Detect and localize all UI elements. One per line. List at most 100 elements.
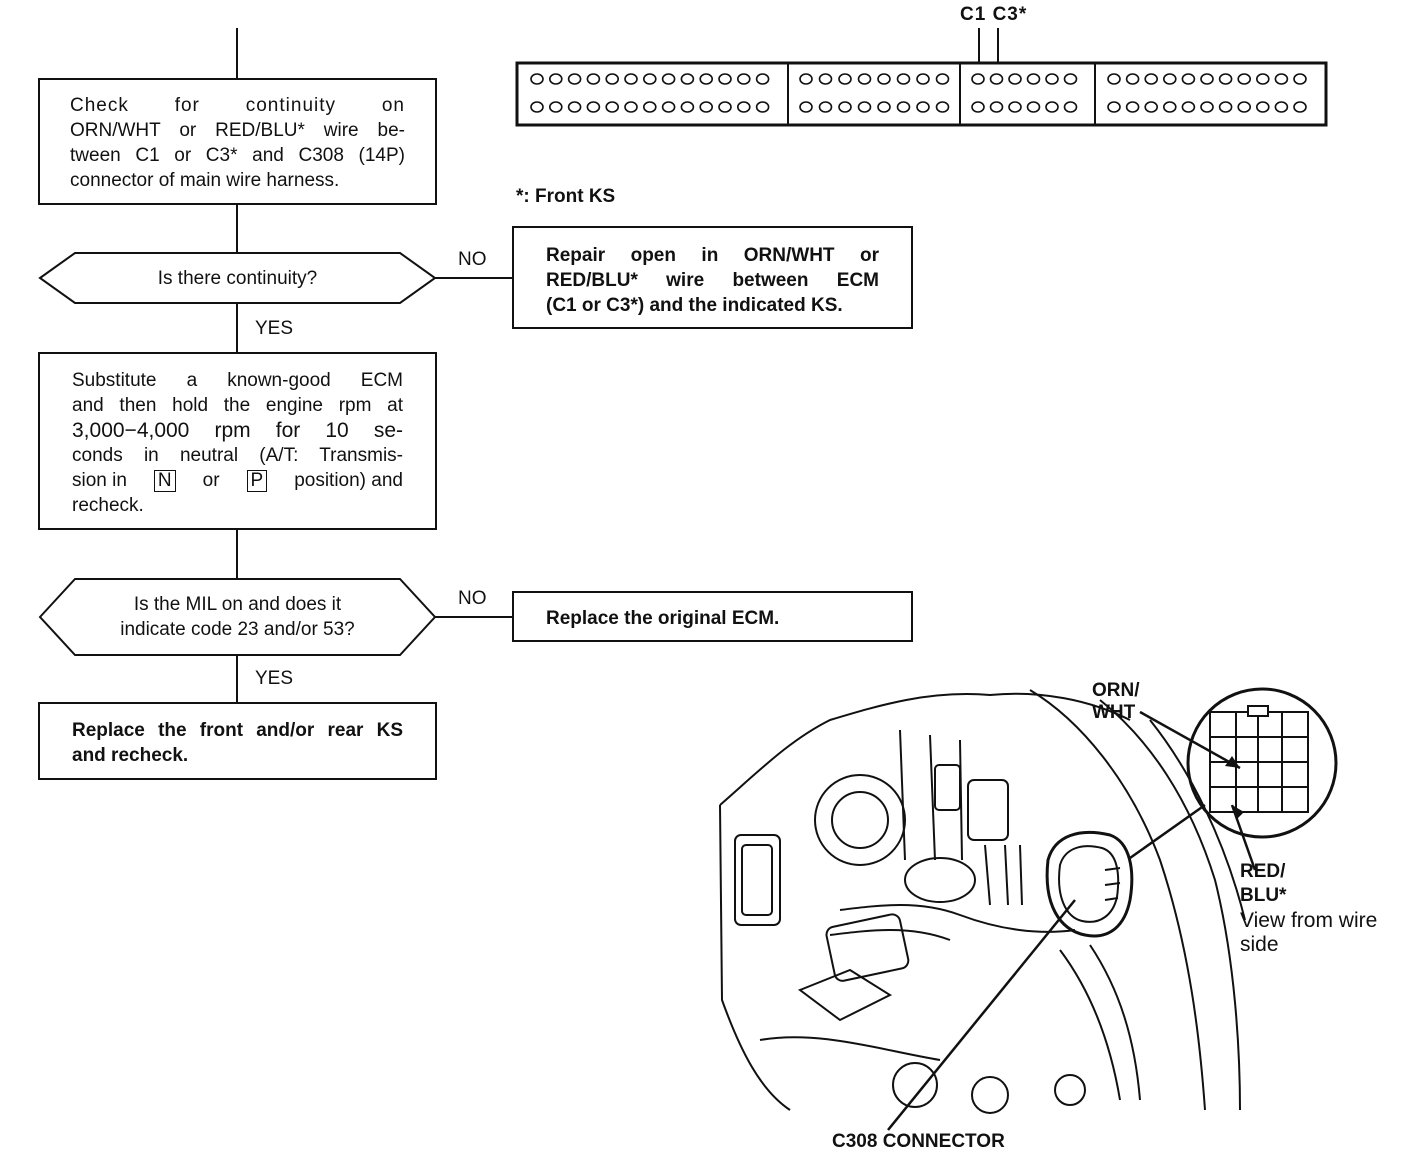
red-blu-line2: BLU* xyxy=(1240,885,1287,906)
ecm-pin-hole xyxy=(1218,101,1233,113)
result-replace-ecm: Replace the original ECM. xyxy=(512,591,913,642)
ecm-pin-hole xyxy=(799,101,813,113)
view-note-line2: side xyxy=(1240,933,1279,956)
ecm-pin-hole xyxy=(1181,73,1196,85)
step2-line5b: or xyxy=(202,470,220,491)
ecm-pin-hole xyxy=(736,101,751,113)
ecm-pin-hole xyxy=(971,101,985,113)
ecm-pin-hole xyxy=(1181,101,1196,113)
step2-line5c: position) and xyxy=(294,470,403,491)
no-label-1: NO xyxy=(458,249,487,270)
decision-shape-2 xyxy=(38,578,437,656)
no2-line1: Replace the original ECM. xyxy=(546,608,780,629)
ecm-pin-hole xyxy=(838,101,852,113)
ecm-pin-hole xyxy=(818,101,833,113)
ecm-pin-hole xyxy=(971,73,985,85)
ecm-pin-hole xyxy=(586,101,601,113)
ecm-pin-hole xyxy=(1045,101,1059,113)
result-repair-open: Repair open in ORN/WHT or RED/BLU* wire … xyxy=(512,226,913,329)
ecm-pin-hole xyxy=(1144,73,1158,85)
view-from-wire-side-note: View from wire side xyxy=(1240,909,1377,957)
ecm-pin-hole xyxy=(838,73,852,85)
ecm-pin-hole xyxy=(1218,73,1233,85)
ecm-pin-hole xyxy=(567,73,582,85)
ecm-pin-hole xyxy=(1125,101,1140,113)
ecm-pin-hole xyxy=(1045,73,1059,85)
ecm-pin-hole xyxy=(1293,73,1307,85)
engine-outline xyxy=(719,689,1246,1114)
ecm-pin-hole xyxy=(857,101,872,113)
ecm-pin-hole xyxy=(1063,101,1078,113)
ecm-pins xyxy=(530,73,1307,113)
decision2-line2: indicate code 23 and/or 53? xyxy=(120,619,355,640)
ecm-pin-hole xyxy=(1008,73,1022,85)
step1-line3: tween C1 or C3* and C308 (14P) xyxy=(70,145,405,166)
ecm-pin-hole xyxy=(896,73,911,85)
ecm-pin-hole xyxy=(548,73,563,85)
ecm-pin-labels: C1 C3* xyxy=(960,4,1028,25)
ecm-pin-hole xyxy=(605,73,620,85)
orn-wht-line2: WHT xyxy=(1092,702,1136,723)
ecm-pin-hole xyxy=(624,73,638,85)
ecm-pin-hole xyxy=(1026,101,1041,113)
yes-label-1: YES xyxy=(255,318,294,339)
ecm-pin-hole xyxy=(935,73,950,85)
orn-wht-arrowhead xyxy=(1225,756,1240,768)
ecm-pin-hole xyxy=(818,73,833,85)
ecm-pin-hole xyxy=(1163,73,1177,85)
red-blu-arrowhead xyxy=(1232,805,1244,820)
ecm-pin-hole xyxy=(935,101,950,113)
step2-line6: recheck. xyxy=(72,495,144,516)
step-check-continuity: Check for continuity on ORN/WHT or RED/B… xyxy=(38,78,437,205)
ecm-pin-hole xyxy=(1256,73,1270,85)
decision2-text: Is the MIL on and does it indicate code … xyxy=(75,592,400,642)
step1-line1: Check for continuity on xyxy=(70,95,405,116)
ecm-pin-hole xyxy=(1144,101,1158,113)
ecm-pin-hole xyxy=(1063,73,1078,85)
ecm-pin-hole xyxy=(530,101,544,113)
ecm-pin-hole xyxy=(1107,73,1121,85)
ecm-pin-hole xyxy=(699,73,714,85)
red-blu-line1: RED/ xyxy=(1240,861,1286,882)
decision2-line1: Is the MIL on and does it xyxy=(133,594,342,615)
ecm-pin-hole xyxy=(661,73,676,85)
step3-line2: and recheck. xyxy=(72,745,189,766)
no1-line3: (C1 or C3*) and the indicated KS. xyxy=(546,295,843,316)
ecm-pin-hole xyxy=(1125,73,1140,85)
no-label-2: NO xyxy=(458,588,487,609)
step3-line1: Replace the front and/or rear KS xyxy=(72,720,403,741)
step-replace-ks: Replace the front and/or rear KS and rec… xyxy=(38,702,437,780)
ecm-pin-hole xyxy=(1026,73,1041,85)
view-note-line1: View from wire xyxy=(1240,909,1378,932)
step-substitute-ecm: Substitute a known-good ECM and then hol… xyxy=(38,352,437,530)
ecm-pin-hole xyxy=(1237,101,1251,113)
ecm-pin-hole xyxy=(548,101,563,113)
ecm-pin-hole xyxy=(642,73,657,85)
ecm-pin-hole xyxy=(642,101,657,113)
ecm-pin-hole xyxy=(605,101,620,113)
decision1-text: Is there continuity? xyxy=(157,268,318,289)
ecm-pin-hole xyxy=(586,73,601,85)
ecm-pin-hole xyxy=(989,101,1004,113)
ecm-pin-hole xyxy=(896,101,911,113)
leader-lines xyxy=(887,710,1257,1131)
ecm-pin-hole xyxy=(755,101,770,113)
no1-line1: Repair open in ORN/WHT or xyxy=(546,245,879,266)
ecm-pin-hole xyxy=(916,101,930,113)
front-ks-footnote: *: Front KS xyxy=(516,186,616,207)
ecm-pin-hole xyxy=(916,73,930,85)
gear-n-key: N xyxy=(153,469,176,492)
ecm-pin-hole xyxy=(530,73,544,85)
ecm-pin-hole xyxy=(1200,101,1214,113)
ecm-pin-hole xyxy=(624,101,638,113)
wire-side-view-circle xyxy=(1186,687,1338,839)
ecm-pin-hole xyxy=(1163,101,1177,113)
gear-p-key: P xyxy=(246,469,268,492)
step2-line5: sion in N or P position) and xyxy=(72,468,403,493)
ecm-pin-hole xyxy=(680,101,695,113)
c308-connector-label: C308 CONNECTOR xyxy=(832,1131,1005,1152)
ecm-pin-hole xyxy=(736,73,751,85)
